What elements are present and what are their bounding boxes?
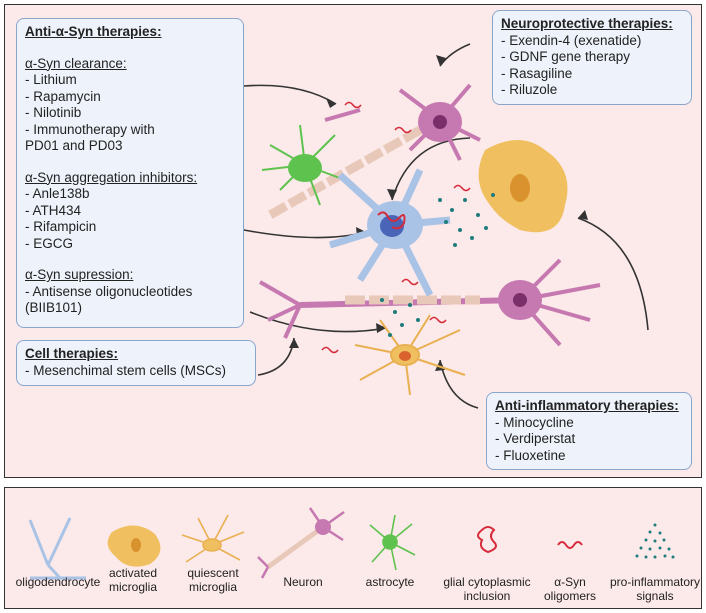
anti-inflammatory-title: Anti-inflammatory therapies: bbox=[495, 398, 679, 413]
legend-syn-oligomers-icon bbox=[557, 541, 583, 549]
anti-inflammatory-therapies-box: Anti-inflammatory therapies: - Minocycli… bbox=[486, 392, 692, 470]
aggregation-item: - EGCG bbox=[25, 235, 74, 251]
oligodendrocyte bbox=[328, 168, 451, 297]
suppression-item: - Antisense oligonucleotides bbox=[25, 283, 193, 299]
arrow-anti-inflammatory bbox=[577, 217, 649, 331]
aggregation-item: - ATH434 bbox=[25, 202, 82, 218]
cell-therapies-box: Cell therapies: - Mesenchimal stem cells… bbox=[16, 340, 256, 386]
anti-inflammatory-item: - Fluoxetine bbox=[495, 447, 566, 463]
legend-oligodendrocyte-icon bbox=[28, 517, 86, 580]
activated-microglia bbox=[478, 140, 568, 233]
anti-inflammatory-item: - Verdiperstat bbox=[495, 431, 576, 446]
cell-therapies-item: - Mesenchimal stem cells (MSCs) bbox=[25, 362, 227, 378]
suppression-title: α-Syn supression: bbox=[25, 267, 134, 282]
quiescent-microglia bbox=[354, 314, 466, 396]
aggregation-item: - Rifampicin bbox=[25, 219, 97, 234]
anti-inflammatory-item: - Minocycline bbox=[495, 414, 574, 430]
neuron-cluster bbox=[259, 83, 601, 347]
pro-inflammatory-signals bbox=[380, 193, 495, 337]
arrow-suppression bbox=[249, 311, 387, 333]
clearance-title: α-Syn clearance: bbox=[25, 55, 127, 71]
neuroprotective-item: - Exendin-4 (exenatide) bbox=[501, 32, 642, 48]
aggregation-item: - Anle138b bbox=[25, 186, 90, 201]
arrow-neuroprotective bbox=[439, 43, 471, 67]
arrow-cell-therapy bbox=[257, 337, 295, 376]
legend-quiescent-microglia-icon bbox=[181, 514, 245, 563]
legend-activated-microglia-icon bbox=[107, 525, 161, 567]
neuroprotective-title: Neuroprotective therapies: bbox=[501, 16, 673, 31]
arrow-anti-inflammatory-2 bbox=[439, 359, 479, 409]
clearance-item: PD01 and PD03 bbox=[25, 138, 123, 153]
legend-neuron-icon bbox=[257, 507, 345, 579]
legend-neuron-label: Neuron bbox=[283, 575, 323, 589]
suppression-item: (BIIB101) bbox=[25, 300, 83, 315]
legend-astrocyte-icon bbox=[369, 514, 416, 571]
neuroprotective-item: - Rasagiline bbox=[501, 65, 573, 81]
clearance-item: - Nilotinib bbox=[25, 105, 82, 120]
clearance-item: - Rapamycin bbox=[25, 88, 101, 104]
astrocyte bbox=[261, 124, 346, 206]
neuroprotective-item: - Riluzole bbox=[501, 82, 558, 97]
aggregation-title: α-Syn aggregation inhibitors: bbox=[25, 169, 198, 185]
legend-inclusion-icon bbox=[477, 526, 497, 554]
syn-oligomers bbox=[321, 101, 471, 354]
legend-signals-icon bbox=[635, 523, 675, 559]
legend-astrocyte-label: astrocyte bbox=[365, 575, 415, 589]
legend-oligodendrocyte-label: oligodendrocyte bbox=[15, 575, 101, 589]
arrow-neuroprotective-2 bbox=[391, 137, 471, 201]
clearance-item: - Lithium bbox=[25, 72, 77, 87]
arrow-clearance bbox=[243, 84, 337, 105]
cell-therapies-title: Cell therapies: bbox=[25, 346, 119, 361]
clearance-item: - Immunotherapy with bbox=[25, 121, 155, 137]
neuroprotective-item: - GDNF gene therapy bbox=[501, 49, 631, 64]
neuroprotective-therapies-box: Neuroprotective therapies: - Exendin-4 (… bbox=[492, 10, 692, 105]
anti-syn-title: Anti-α-Syn therapies: bbox=[25, 24, 162, 39]
anti-syn-therapies-box: Anti-α-Syn therapies: α-Syn clearance: -… bbox=[16, 18, 244, 328]
